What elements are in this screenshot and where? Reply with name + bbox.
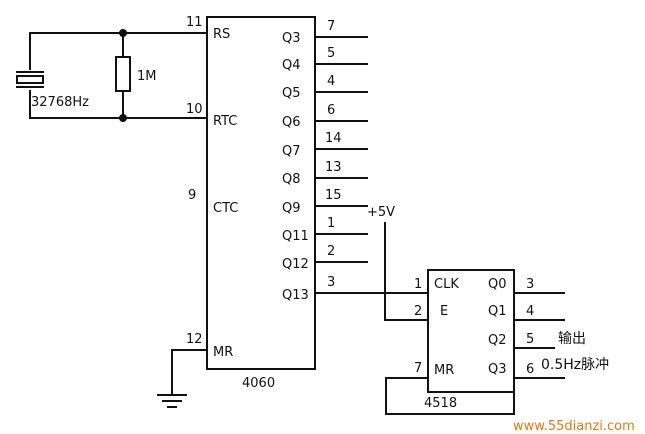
pin-label-q7: Q7 [282, 144, 301, 159]
ic-4060-body [206, 16, 316, 370]
crystal-icon [16, 71, 44, 88]
pin-label-q0: Q0 [488, 277, 507, 292]
pin-number: 3 [327, 275, 335, 290]
pin-number: 1 [414, 277, 422, 292]
pin-label-q4: Q4 [282, 58, 301, 73]
ic-4518-body [427, 269, 515, 393]
pin-label-q1: Q1 [488, 304, 507, 319]
watermark: www.55dianzi.com [513, 419, 635, 434]
pin-label-q11: Q11 [282, 229, 309, 244]
wire-crystal-top [29, 32, 123, 70]
output-frequency-label: 0.5Hz脉冲 [541, 357, 609, 373]
pin-number: 4 [526, 304, 534, 319]
wire-5v-enable [384, 222, 428, 321]
pin-label-ctc: CTC [213, 201, 238, 216]
pin-label-q12: Q12 [282, 257, 309, 272]
pin-number: 5 [327, 46, 335, 61]
ground-icon [157, 394, 187, 408]
output-label: 输出 [558, 331, 586, 347]
pin-label-e: E [440, 304, 448, 319]
pin-label-mr: MR [434, 363, 454, 378]
pin-number: 2 [414, 304, 422, 319]
pin-label-q13: Q13 [282, 288, 309, 303]
pin-number: 9 [188, 188, 196, 203]
ic-4518-name: 4518 [424, 396, 457, 411]
pin-label-mr: MR [213, 345, 233, 360]
pin-number: 1 [327, 216, 335, 231]
ic-4060-name: 4060 [242, 376, 275, 391]
pin-number: 15 [325, 188, 342, 203]
resistor-label: 1M [137, 69, 157, 84]
pin-label-rs: RS [213, 27, 230, 42]
pin-number: 3 [526, 277, 534, 292]
pin-number: 7 [414, 361, 422, 376]
pin-number: 10 [186, 102, 203, 117]
pin-number: 13 [325, 160, 342, 175]
pin-number: 2 [327, 244, 335, 259]
pin-number: 5 [526, 332, 534, 347]
pin-label-q5: Q5 [282, 86, 301, 101]
crystal-label: 32768Hz [31, 95, 89, 110]
pin-label-q3: Q3 [282, 31, 301, 46]
pin-number: 6 [327, 103, 335, 118]
pin-label-q6: Q6 [282, 115, 301, 130]
wire-mr-ground [171, 349, 207, 395]
junction-dot [119, 114, 127, 122]
supply-label: +5V [367, 205, 395, 220]
junction-dot [119, 29, 127, 37]
pin-number: 11 [186, 15, 203, 30]
wire-mr-feedback [385, 377, 515, 415]
wire-crystal-bottom [29, 90, 123, 119]
pin-label-q9: Q9 [282, 201, 301, 216]
pin-label-q2: Q2 [488, 333, 507, 348]
pin-number: 12 [186, 332, 203, 347]
pin-number: 14 [325, 131, 342, 146]
pin-label-clk: CLK [434, 277, 459, 292]
pin-number: 6 [526, 362, 534, 377]
resistor-icon [115, 56, 131, 92]
pin-label-rtc: RTC [213, 114, 237, 129]
pin-number: 7 [327, 19, 335, 34]
pin-number: 4 [327, 74, 335, 89]
pin-label-q8: Q8 [282, 172, 301, 187]
pin-label-q3: Q3 [488, 362, 507, 377]
